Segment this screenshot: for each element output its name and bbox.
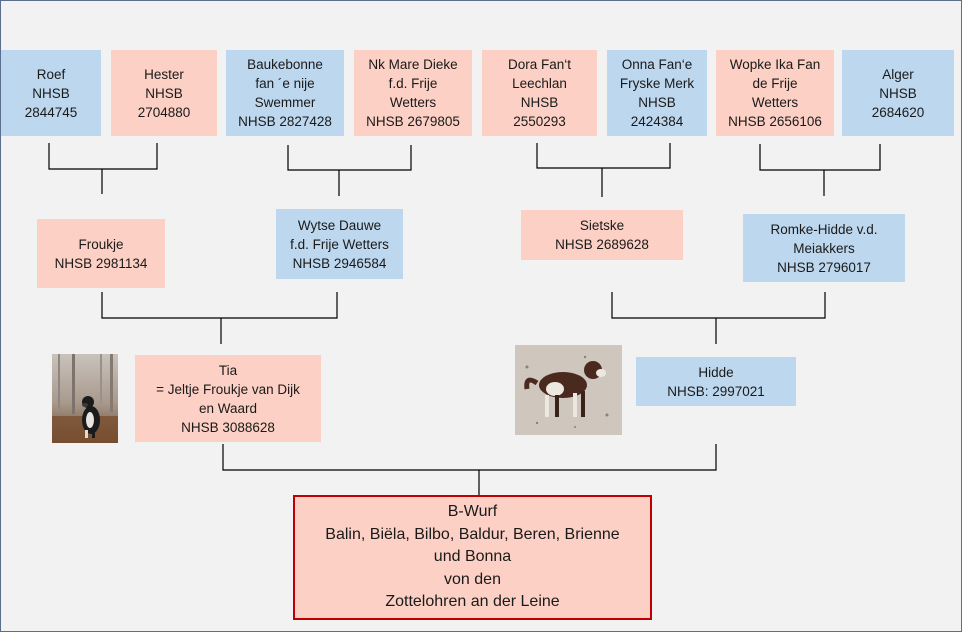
ancestor-label: Baukebonne fan ´e nije Swemmer NHSB 2827… (238, 57, 332, 129)
tia-dog-photo (52, 354, 118, 443)
ancestor-baukebonne: Baukebonne fan ´e nije Swemmer NHSB 2827… (226, 50, 344, 136)
father-label: Hidde NHSB: 2997021 (667, 364, 765, 399)
ancestor-dora: Dora Fan‘t Leechlan NHSB 2550293 (482, 50, 597, 136)
ancestor-label: Roef NHSB 2844745 (24, 66, 78, 120)
grandparent-label: Romke-Hidde v.d. Meiakkers NHSB 2796017 (770, 221, 878, 275)
mother-tia: Tia = Jeltje Froukje van Dijk en Waard N… (135, 355, 321, 442)
grandparent-froukje: Froukje NHSB 2981134 (37, 219, 165, 288)
hidde-dog-photo (515, 345, 622, 435)
ancestor-roef: Roef NHSB 2844745 (1, 50, 101, 136)
ancestor-label: Alger NHSB 2684620 (871, 66, 925, 120)
ancestor-label: Nk Mare Dieke f.d. Frije Wetters NHSB 26… (366, 57, 460, 129)
ancestor-alger: Alger NHSB 2684620 (842, 50, 954, 136)
litter-label: B-Wurf Balin, Biëla, Bilbo, Baldur, Bere… (325, 503, 620, 611)
grandparent-wytse: Wytse Dauwe f.d. Frije Wetters NHSB 2946… (276, 209, 403, 279)
ancestor-hester: Hester NHSB 2704880 (111, 50, 217, 136)
grandparent-sietske: Sietske NHSB 2689628 (521, 210, 683, 260)
grandparent-romke: Romke-Hidde v.d. Meiakkers NHSB 2796017 (743, 214, 905, 282)
grandparent-label: Froukje NHSB 2981134 (54, 236, 148, 271)
ancestor-nk-mare-dieke: Nk Mare Dieke f.d. Frije Wetters NHSB 26… (354, 50, 472, 136)
mother-label: Tia = Jeltje Froukje van Dijk en Waard N… (156, 362, 300, 435)
litter-box: B-Wurf Balin, Biëla, Bilbo, Baldur, Bere… (293, 495, 652, 620)
ancestor-label: Wopke Ika Fan de Frije Wetters NHSB 2656… (728, 57, 822, 129)
grandparent-label: Wytse Dauwe f.d. Frije Wetters NHSB 2946… (290, 217, 389, 271)
ancestor-label: Dora Fan‘t Leechlan NHSB 2550293 (507, 57, 572, 129)
father-hidde: Hidde NHSB: 2997021 (636, 357, 796, 406)
ancestor-onna: Onna Fan‘e Fryske Merk NHSB 2424384 (607, 50, 707, 136)
ancestor-label: Onna Fan‘e Fryske Merk NHSB 2424384 (619, 57, 695, 129)
ancestor-wopke: Wopke Ika Fan de Frije Wetters NHSB 2656… (716, 50, 834, 136)
ancestor-label: Hester NHSB 2704880 (137, 66, 191, 120)
grandparent-label: Sietske NHSB 2689628 (555, 218, 649, 252)
